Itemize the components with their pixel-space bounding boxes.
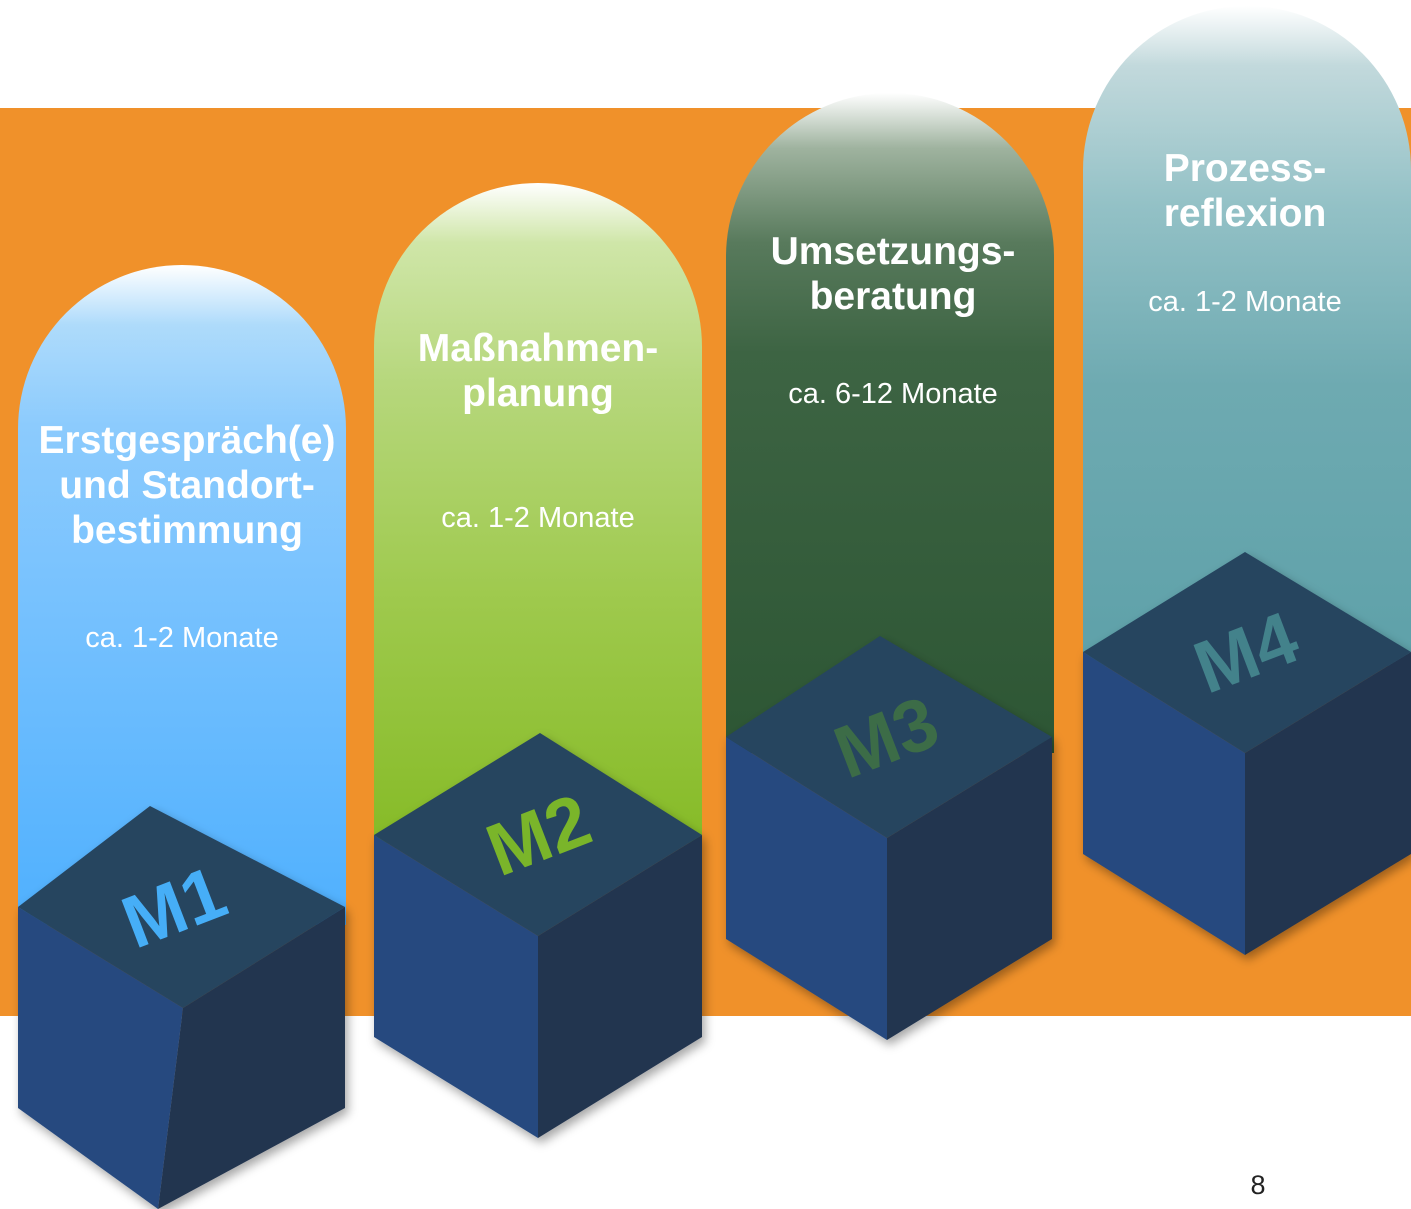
phase-duration-m1: ca. 1-2 Monate (85, 622, 279, 654)
page-number: 8 (1250, 1170, 1266, 1200)
phase-title-m3: Umsetzungs- beratung (770, 230, 1016, 318)
phase-duration-m2: ca. 1-2 Monate (441, 502, 635, 534)
cube-left-face (18, 907, 183, 1209)
cube-top-face (18, 806, 345, 1008)
phase-pillar-m2 (374, 183, 702, 843)
cube-m2 (374, 733, 702, 1138)
phase-title-m4: Prozess- reflexion (1163, 147, 1327, 235)
phase-duration-m4: ca. 1-2 Monate (1148, 286, 1342, 318)
phase-title-m2: Maßnahmen- planung (417, 327, 659, 415)
phase-pillar-m1 (18, 265, 346, 925)
cube-right-face (158, 907, 345, 1209)
cube-top-face (726, 636, 1052, 838)
phase-duration-m3: ca. 6-12 Monate (788, 378, 998, 410)
phase-title-m1: Erstgespräch(e) und Standort- bestimmung (38, 419, 336, 552)
cube-m1 (18, 806, 345, 1209)
cube-top-face (374, 733, 702, 936)
cube-m4 (1083, 552, 1411, 955)
cube-m3 (726, 636, 1052, 1040)
cube-top-face (1083, 552, 1411, 753)
